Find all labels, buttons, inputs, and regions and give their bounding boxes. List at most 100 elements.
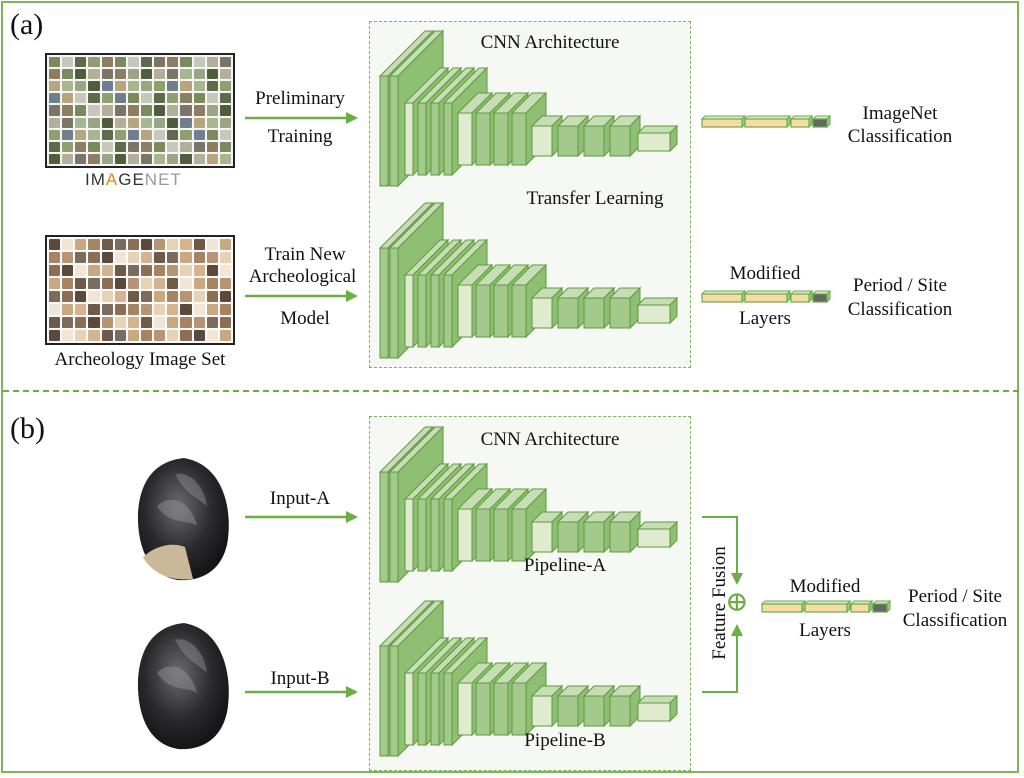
thumbnail <box>101 153 113 164</box>
thumbnail <box>193 153 205 164</box>
thumbnail <box>114 69 126 80</box>
thumbnail <box>62 93 74 104</box>
thumbnail <box>167 291 179 302</box>
thumbnail <box>49 239 61 250</box>
thumbnail <box>127 141 139 152</box>
thumbnail <box>141 57 153 68</box>
cnn-diagram-pipeline-b <box>378 599 679 758</box>
fc-layer <box>700 289 747 304</box>
thumbnail <box>193 105 205 116</box>
box-front-face <box>430 498 440 572</box>
thumbnail <box>167 129 179 140</box>
thumbnail <box>49 129 61 140</box>
box-front-face <box>475 508 491 562</box>
thumbnail <box>193 93 205 104</box>
thumbnail <box>114 304 126 315</box>
thumbnail <box>75 93 87 104</box>
thumbnail <box>127 278 139 289</box>
archeology-image-grid <box>45 235 235 345</box>
box-front-face <box>404 672 414 746</box>
period-site-line1-a: Period / Site <box>853 275 947 296</box>
thumbnail <box>180 239 192 250</box>
model-label: Model <box>280 308 330 329</box>
thumbnail <box>49 105 61 116</box>
thumbnail <box>141 330 153 341</box>
thumbnail <box>88 69 100 80</box>
box-front-face <box>430 274 440 348</box>
box-front-face <box>457 682 473 736</box>
fc-front-face <box>790 118 810 128</box>
cnn-diagram-pretrained <box>378 29 679 188</box>
box-front-face <box>531 297 553 329</box>
thumbnail <box>101 304 113 315</box>
box-front-face <box>531 125 553 157</box>
thumbnail <box>180 153 192 164</box>
thumbnail <box>101 81 113 92</box>
stone-artifact-image-b <box>137 623 229 750</box>
output-layer <box>811 289 832 304</box>
thumbnail <box>180 252 192 263</box>
thumbnail <box>127 317 139 328</box>
cnn-diagram-pipeline-a <box>378 425 679 584</box>
thumbnail <box>206 252 218 263</box>
thumbnail <box>141 291 153 302</box>
thumbnail <box>206 129 218 140</box>
thumbnail <box>114 129 126 140</box>
fc-front-face <box>872 603 888 613</box>
archeology-caption: Archeology Image Set <box>54 349 226 370</box>
thumbnail <box>193 317 205 328</box>
thumbnail <box>62 57 74 68</box>
output-layer <box>871 599 892 614</box>
thumbnail <box>114 117 126 128</box>
fc-layer <box>743 289 792 304</box>
thumbnail <box>127 291 139 302</box>
thumbnail <box>101 239 113 250</box>
thumbnail <box>88 304 100 315</box>
box-front-face <box>511 508 527 562</box>
pool-layer <box>636 124 679 153</box>
imagenet-logo-mid: GE <box>118 170 145 189</box>
fc-front-face <box>701 118 743 128</box>
thumbnail <box>101 105 113 116</box>
thumbnail <box>193 81 205 92</box>
input-b-label: Input-B <box>270 668 330 689</box>
thumbnail <box>88 239 100 250</box>
box-front-face <box>557 125 579 157</box>
thumbnail <box>206 117 218 128</box>
box-front-face <box>457 284 473 338</box>
box-front-face <box>389 471 399 583</box>
thumbnail <box>101 317 113 328</box>
thumbnail <box>141 278 153 289</box>
thumbnail <box>88 252 100 263</box>
period-site-line1-b: Period / Site <box>908 586 1002 607</box>
thumbnail <box>62 129 74 140</box>
thumbnail <box>206 105 218 116</box>
thumbnail <box>154 117 166 128</box>
thumbnail <box>219 117 231 128</box>
thumbnail <box>49 93 61 104</box>
box-front-face <box>379 247 389 359</box>
box-front-face <box>379 471 389 583</box>
fc-front-face <box>850 603 870 613</box>
fc-layer <box>789 289 814 304</box>
thumbnail <box>127 93 139 104</box>
fc-front-face <box>812 118 828 128</box>
thumbnail <box>101 278 113 289</box>
box-front-face <box>389 75 399 187</box>
box-front-face <box>557 297 579 329</box>
thumbnail <box>180 317 192 328</box>
thumbnail <box>141 117 153 128</box>
thumbnail <box>206 153 218 164</box>
thumbnail <box>49 291 61 302</box>
thumbnail <box>180 330 192 341</box>
box-front-face <box>609 521 631 553</box>
box-front-face <box>511 284 527 338</box>
fc-front-face <box>744 293 788 303</box>
thumbnail <box>75 153 87 164</box>
thumbnail <box>62 278 74 289</box>
thumbnail <box>219 57 231 68</box>
box-front-face <box>443 498 453 572</box>
imagenet-output-line1: ImageNet <box>862 103 938 124</box>
thumbnail <box>193 304 205 315</box>
input-a-label: Input-A <box>269 488 331 509</box>
